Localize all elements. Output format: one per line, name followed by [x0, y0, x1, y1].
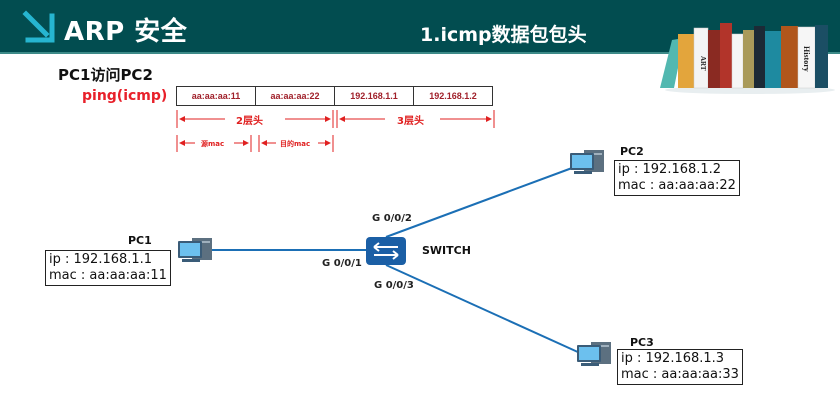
pc3-ip: ip : 192.168.1.3 — [621, 351, 725, 366]
pc2-mac: mac : aa:aa:aa:22 — [618, 178, 736, 193]
book-history-label: History — [802, 46, 811, 72]
pc1-mac: mac : aa:aa:aa:11 — [49, 268, 167, 283]
book-red — [720, 23, 732, 88]
book-olive — [743, 30, 754, 88]
dst-mac-label: 目的mac — [280, 140, 311, 148]
port-label-g002: G 0/0/2 — [372, 213, 412, 224]
link-switch-pc2 — [385, 167, 573, 238]
book-teal — [765, 31, 781, 88]
pc3-info-box: ip : 192.168.1.3 mac : aa:aa:aa:33 — [617, 349, 743, 385]
src-mac-dimension — [176, 135, 252, 152]
book-art-label: ART — [699, 56, 707, 71]
port-label-g001: G 0/0/1 — [322, 258, 362, 269]
switch-icon[interactable] — [366, 237, 406, 265]
access-title: PC1访问PC2 — [58, 66, 153, 84]
book-maroon — [708, 30, 720, 88]
pc1-computer-icon[interactable] — [178, 236, 214, 264]
pc2-label: PC2 — [620, 145, 644, 158]
packet-field-src-ip: 192.168.1.1 — [335, 87, 414, 105]
pc1-info-box: ip : 192.168.1.1 mac : aa:aa:aa:11 — [45, 250, 171, 286]
layer2-dimension — [176, 110, 334, 128]
book-orange — [678, 34, 694, 88]
layer3-label: 3层头 — [397, 116, 424, 127]
packet-field-src-mac: aa:aa:aa:11 — [177, 87, 256, 105]
switch-label: SWITCH — [422, 244, 471, 257]
pc1-ip: ip : 192.168.1.1 — [49, 252, 153, 267]
link-switch-pc3 — [385, 264, 581, 354]
arrow-down-right-icon — [22, 10, 55, 43]
src-mac-label: 源mac — [201, 140, 225, 148]
pc2-computer-icon[interactable] — [570, 148, 606, 176]
pc3-label: PC3 — [630, 336, 654, 349]
dst-mac-dimension — [258, 135, 334, 152]
pc2-info-box: ip : 192.168.1.2 mac : aa:aa:aa:22 — [614, 160, 740, 196]
packet-field-dst-mac: aa:aa:aa:22 — [256, 87, 335, 105]
slide-title: ARP 安全 — [64, 17, 188, 47]
book-brown — [781, 26, 798, 88]
port-label-g003: G 0/0/3 — [374, 280, 414, 291]
packet-header-table: aa:aa:aa:11 aa:aa:aa:22 192.168.1.1 192.… — [176, 86, 493, 106]
packet-field-dst-ip: 192.168.1.2 — [429, 91, 477, 101]
layer2-label: 2层头 — [236, 116, 263, 127]
layer3-dimension — [336, 110, 495, 128]
network-links — [212, 167, 581, 354]
slide-subtitle: 1.icmp数据包包头 — [420, 24, 587, 46]
book-navy — [754, 26, 765, 88]
book-dark-teal — [815, 25, 828, 88]
books-illustration: ART History — [660, 23, 835, 94]
pc2-ip: ip : 192.168.1.2 — [618, 162, 722, 177]
pc3-mac: mac : aa:aa:aa:33 — [621, 367, 739, 382]
header-divider — [0, 52, 840, 54]
ping-label: ping(icmp) — [82, 88, 168, 104]
pc1-label: PC1 — [128, 234, 152, 247]
pc3-computer-icon[interactable] — [577, 340, 613, 368]
